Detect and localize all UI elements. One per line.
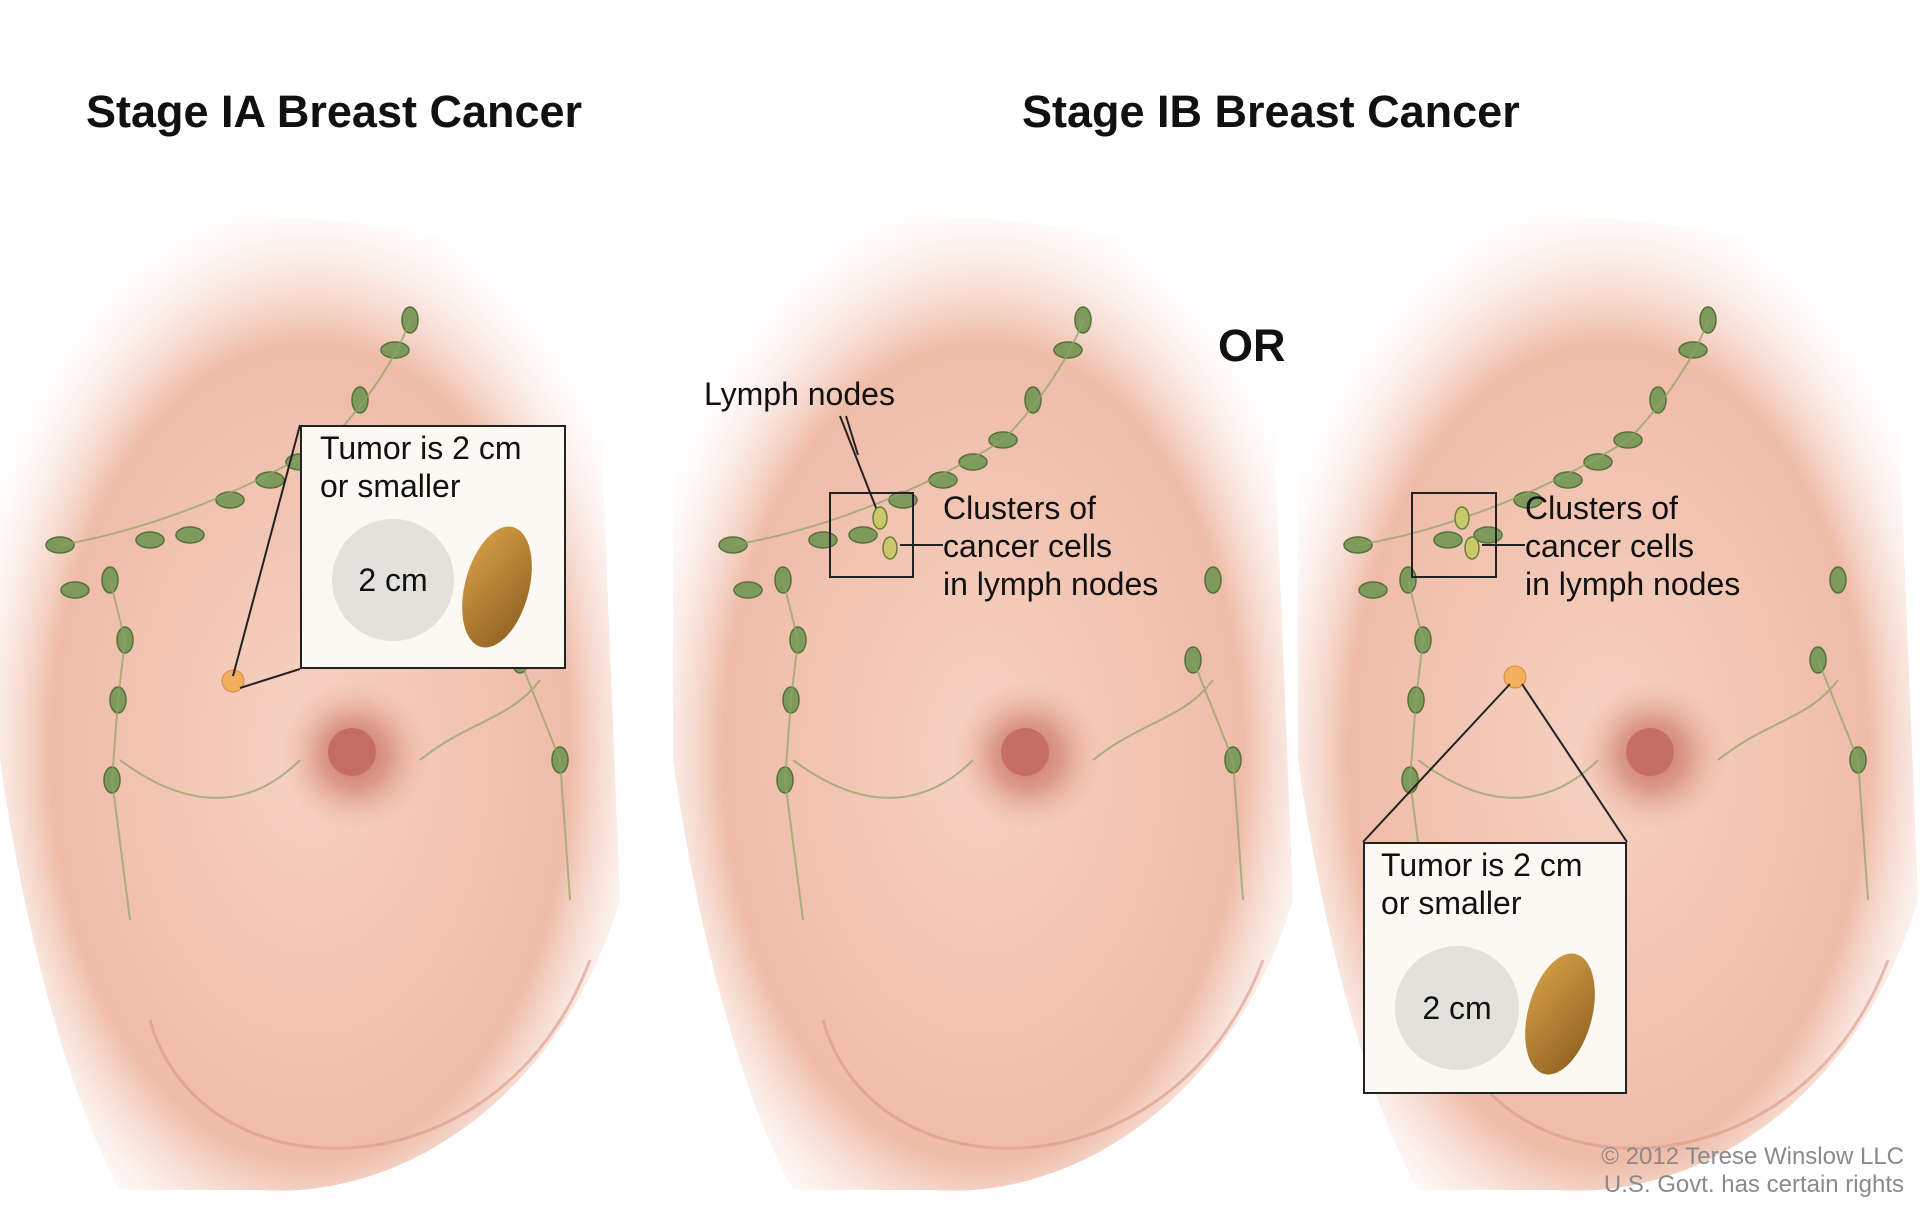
clusters-label-line-2: cancer cells <box>1525 528 1694 564</box>
copyright-line-2: U.S. Govt. has certain rights <box>1603 1171 1904 1198</box>
two-cm-circle: 2 cm <box>1395 946 1519 1070</box>
circle-label: 2 cm <box>1422 989 1492 1026</box>
tumor-size-callout: Tumor is 2 cm or smaller 2 cm <box>1363 842 1627 1094</box>
copyright-line-1: © 2012 Terese Winslow LLC <box>1601 1143 1904 1170</box>
lymph-nodes-label: Lymph nodes <box>704 376 895 412</box>
or-label: OR <box>1218 320 1286 371</box>
clusters-label-line-3: in lymph nodes <box>943 566 1159 602</box>
clusters-label-line-1: Clusters of <box>943 490 1096 526</box>
tumor-icon <box>221 669 245 693</box>
breast-illustration-stage-ia <box>0 214 622 1193</box>
callout-line-1: Tumor is 2 cm <box>320 430 522 466</box>
peanut-icon <box>1525 953 1595 1075</box>
breast-illustration-stage-ib-nodes <box>671 214 1295 1193</box>
callout-line-2: or smaller <box>1381 885 1522 921</box>
callout-line-2: or smaller <box>320 468 461 504</box>
peanut-icon <box>462 526 532 648</box>
title-stage-ib: Stage IB Breast Cancer <box>1022 86 1520 137</box>
clusters-label-line-3: in lymph nodes <box>1525 566 1741 602</box>
two-cm-circle: 2 cm <box>332 519 454 641</box>
circle-label: 2 cm <box>358 561 428 598</box>
callout-line-1: Tumor is 2 cm <box>1381 847 1583 883</box>
clusters-label-line-2: cancer cells <box>943 528 1112 564</box>
tumor-icon <box>1503 665 1527 689</box>
clusters-label-line-1: Clusters of <box>1525 490 1678 526</box>
title-stage-ia: Stage IA Breast Cancer <box>86 86 583 137</box>
tumor-size-callout: Tumor is 2 cm or smaller 2 cm <box>300 425 566 669</box>
